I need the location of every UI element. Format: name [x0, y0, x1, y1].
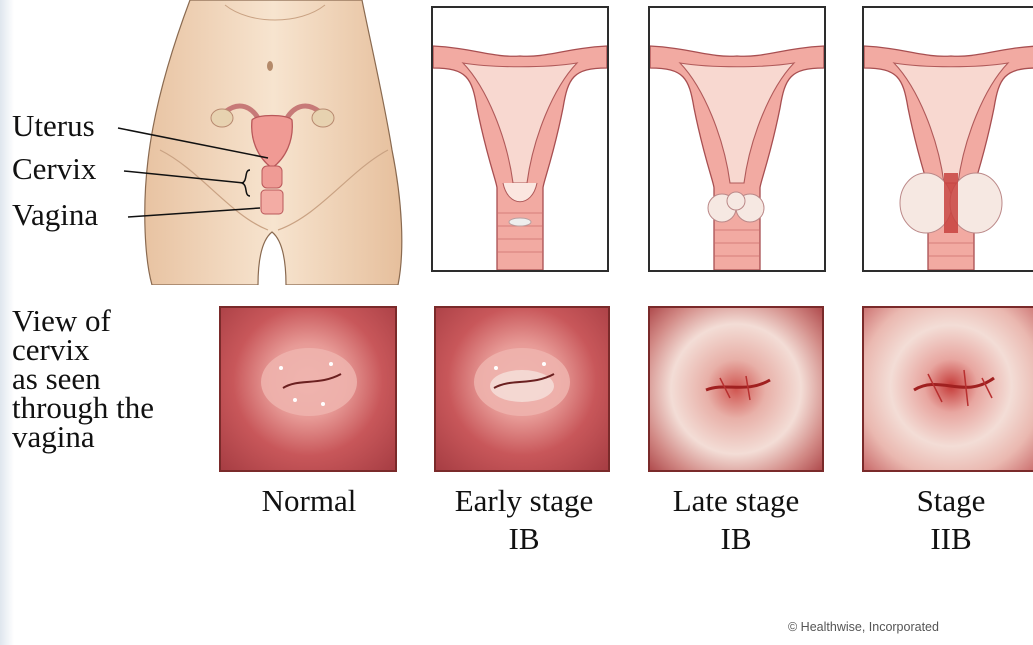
stage-caption-line1: Early stage	[426, 482, 622, 520]
cervix-view-normal	[219, 306, 397, 472]
cervix-view-early-stage-ib	[434, 306, 610, 472]
uterus-section-normal	[431, 6, 609, 272]
cervix-view-late-stage-ib	[648, 306, 824, 472]
stage-caption-line1: Late stage	[638, 482, 834, 520]
cervix-leader-line	[124, 171, 244, 183]
view-of-cervix-caption: View of cervix as seen through the vagin…	[12, 306, 154, 451]
stage-caption-late-ib: Late stage IB	[638, 482, 834, 558]
stage-caption-early-ib: Early stage IB	[426, 482, 622, 558]
cervix-bracket	[242, 170, 250, 196]
cervix-view-stage-iib	[862, 306, 1033, 472]
copyright-notice: © Healthwise, Incorporated	[788, 620, 939, 634]
stage-caption-iib: Stage IIB	[862, 482, 1033, 558]
stage-caption-normal: Normal	[219, 482, 399, 520]
view-caption-line: cervix	[12, 335, 154, 364]
vagina-leader-line	[128, 208, 260, 217]
uterus-section-stage-iib	[862, 6, 1033, 272]
stage-caption-line2: IIB	[862, 520, 1033, 558]
view-caption-line: vagina	[12, 422, 154, 451]
stage-caption-line1: Stage	[862, 482, 1033, 520]
stage-caption-line2: IB	[638, 520, 834, 558]
stage-caption-line1: Normal	[219, 482, 399, 520]
uterus-section-late-stage-ib	[648, 6, 826, 272]
label-leader-lines	[0, 0, 420, 285]
view-caption-line: through the	[12, 393, 154, 422]
uterus-leader-line	[118, 128, 268, 158]
view-caption-line: View of	[12, 306, 154, 335]
view-caption-line: as seen	[12, 364, 154, 393]
stage-caption-line2: IB	[426, 520, 622, 558]
